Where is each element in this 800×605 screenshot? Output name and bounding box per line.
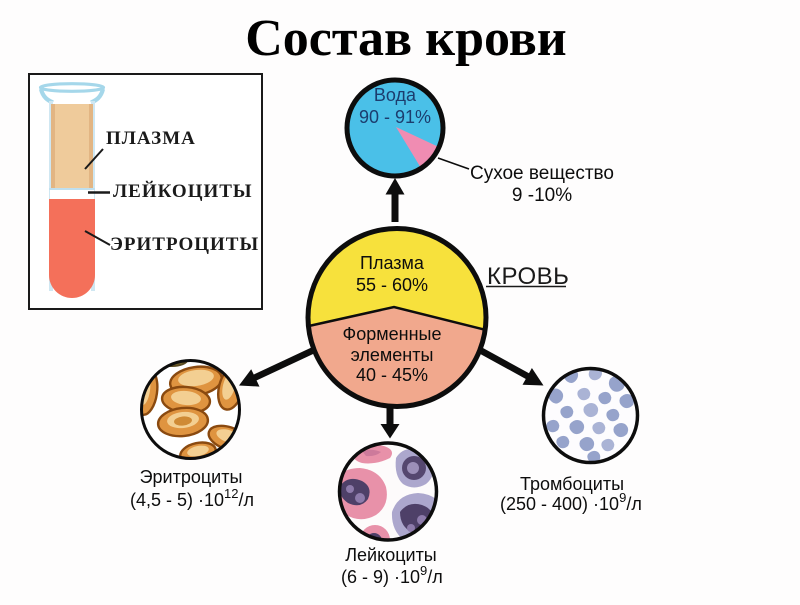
svg-text:Состав крови: Состав крови (245, 10, 567, 67)
svg-text:Эритроциты: Эритроциты (140, 467, 243, 487)
svg-text:9 -10%: 9 -10% (512, 185, 572, 206)
svg-text:Лейкоциты: Лейкоциты (345, 545, 437, 565)
svg-text:ЭРИТРОЦИТЫ: ЭРИТРОЦИТЫ (110, 234, 259, 255)
svg-text:ЛЕЙКОЦИТЫ: ЛЕЙКОЦИТЫ (113, 180, 253, 202)
svg-text:(250 - 400) ·109/л: (250 - 400) ·109/л (500, 490, 642, 514)
svg-text:элементы: элементы (351, 345, 434, 365)
svg-text:(4,5 - 5) ·1012/л: (4,5 - 5) ·1012/л (130, 486, 254, 510)
svg-text:Плазма: Плазма (360, 253, 425, 273)
svg-text:Сухое вещество: Сухое вещество (470, 163, 614, 184)
svg-text:Тромбоциты: Тромбоциты (520, 474, 624, 494)
svg-text:55 - 60%: 55 - 60% (356, 275, 428, 295)
svg-text:90 - 91%: 90 - 91% (359, 107, 431, 127)
svg-text:КРОВЬ: КРОВЬ (487, 263, 569, 290)
svg-text:ПЛАЗМА: ПЛАЗМА (106, 128, 196, 149)
svg-text:Форменные: Форменные (343, 324, 442, 344)
svg-text:40 - 45%: 40 - 45% (356, 365, 428, 385)
svg-text:Вода: Вода (374, 85, 417, 105)
svg-text:(6 - 9) ·109/л: (6 - 9) ·109/л (341, 563, 443, 587)
